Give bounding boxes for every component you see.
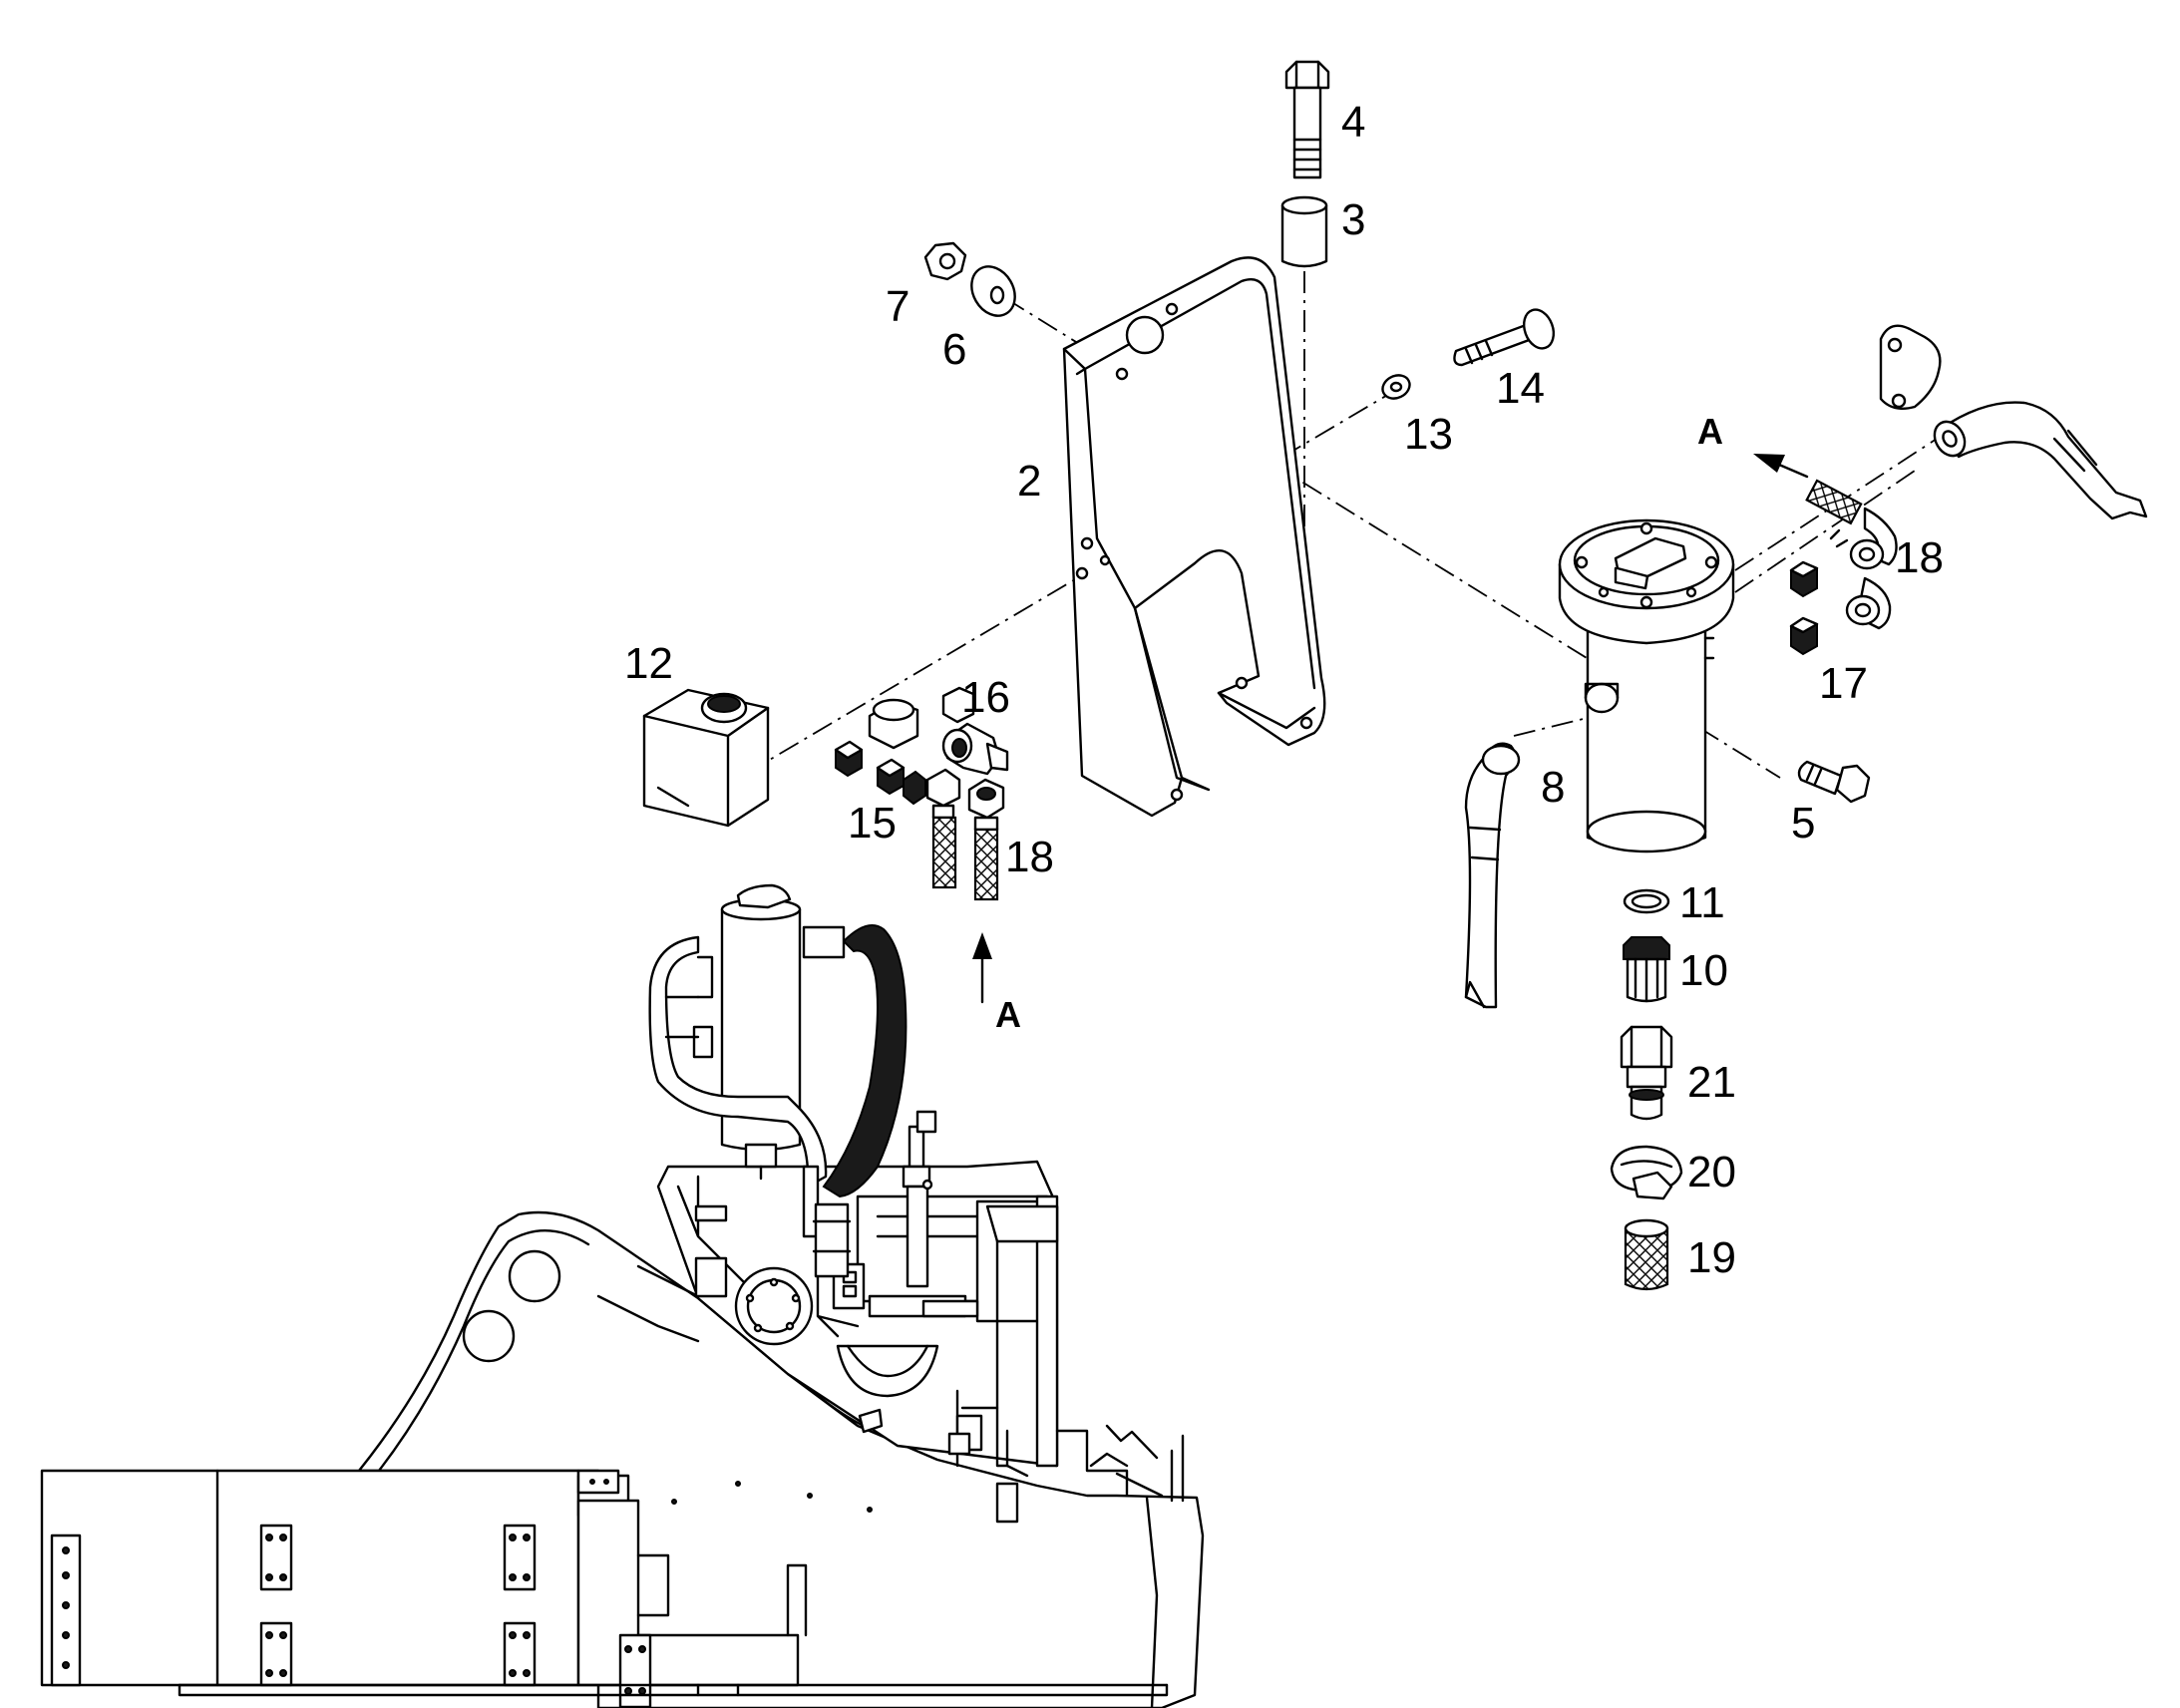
callout-label: A — [995, 994, 1021, 1035]
callout-label: 14 — [1496, 364, 1545, 413]
callout-label: 8 — [1541, 763, 1565, 812]
bolt-part-4 — [1284, 60, 1330, 179]
spacer-part-3 — [1280, 195, 1328, 268]
callout-label: 12 — [624, 639, 673, 688]
callout-label: 20 — [1687, 1148, 1736, 1196]
coupling-part-21 — [1620, 1025, 1673, 1121]
callout-label: 5 — [1791, 799, 1815, 848]
callout-label: 10 — [1679, 946, 1728, 995]
callout-label: 17 — [1819, 659, 1868, 708]
flange-and-hose — [1879, 324, 2148, 520]
machine-assembly — [40, 883, 1205, 1708]
callout-label: 4 — [1341, 98, 1365, 147]
callout-label: 18 — [1895, 533, 1944, 582]
callout-label: 21 — [1687, 1058, 1736, 1107]
bracket-part-2 — [1062, 256, 1326, 818]
hose-elbows-part-18-top — [1805, 479, 1898, 630]
filter-housing-part-8 — [1558, 518, 1735, 854]
callout-labels: 4 3 7 6 14 13 2 A 18 17 12 16 15 18 8 5 … — [624, 98, 1944, 1282]
hose-clamp-part-20 — [1610, 1145, 1683, 1200]
plugs-part-17 — [1789, 560, 1819, 656]
bolt-part-5 — [1797, 760, 1871, 804]
callout-label: 6 — [942, 325, 966, 374]
hose-ends-part-18-left — [925, 768, 1005, 901]
hose-part-8 — [1464, 742, 1521, 1009]
bolt-part-14 — [1453, 308, 1556, 367]
callout-label: 16 — [961, 673, 1010, 722]
hose-section-part-19 — [1624, 1218, 1669, 1291]
callout-label: 2 — [1017, 457, 1041, 506]
washer-part-6 — [970, 265, 1016, 317]
callout-label: 3 — [1341, 195, 1365, 244]
fittings-parts-15-16 — [834, 686, 1009, 806]
callout-label: 13 — [1404, 410, 1453, 459]
o-ring-part-11 — [1623, 888, 1670, 914]
arrow-a-bottom — [972, 932, 992, 1004]
nut-part-7 — [923, 241, 967, 281]
callout-label: 19 — [1687, 1233, 1736, 1282]
callout-label: A — [1697, 411, 1723, 452]
callout-label: 18 — [1005, 833, 1054, 881]
callout-label: 7 — [886, 282, 909, 331]
fitting-part-10 — [1623, 936, 1670, 1003]
callout-label: 11 — [1679, 878, 1725, 927]
sensor-box-part-12 — [642, 688, 770, 828]
washer-part-13 — [1381, 374, 1411, 400]
callout-label: 15 — [848, 799, 897, 848]
arrow-a-top — [1753, 454, 1809, 479]
